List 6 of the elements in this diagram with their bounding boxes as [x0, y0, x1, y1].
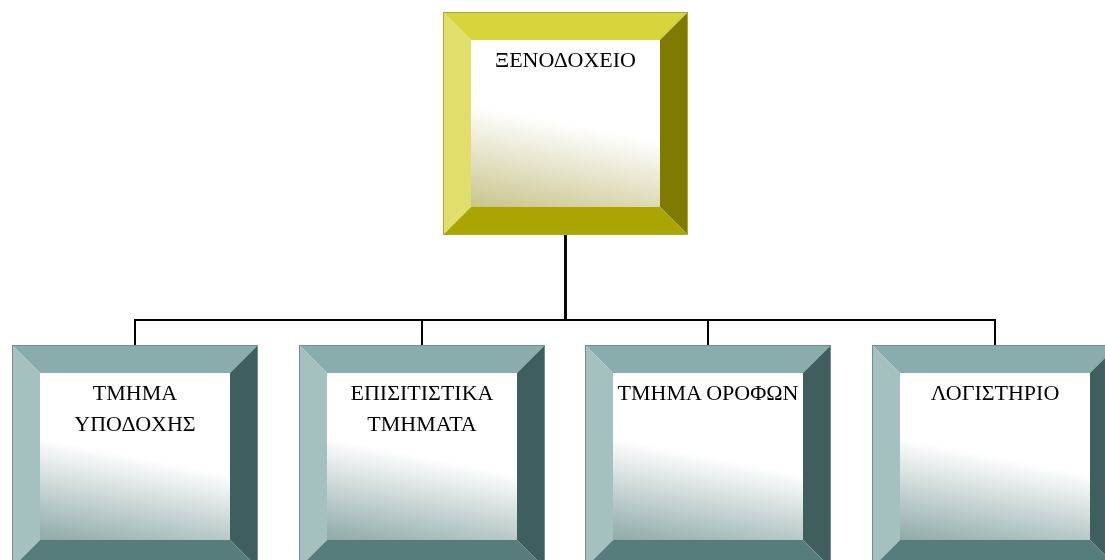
node-label: ΛΟΓΙΣΤΗΡΙΟ — [930, 379, 1060, 407]
connector-line — [564, 234, 996, 346]
node-label: ΕΠΙΣΙΤΙΣΤΙΚΑ ΤΜΗΜΑΤΑ — [349, 379, 495, 438]
node-label: ΤΜΗΜΑ ΟΡΟΦΩΝ — [617, 379, 799, 407]
node-label: ΞΕΝΟΔΟΧΕΙΟ — [495, 46, 636, 74]
node-label: ΤΜΗΜΑ ΥΠΟΔΟΧΗΣ — [73, 379, 197, 438]
